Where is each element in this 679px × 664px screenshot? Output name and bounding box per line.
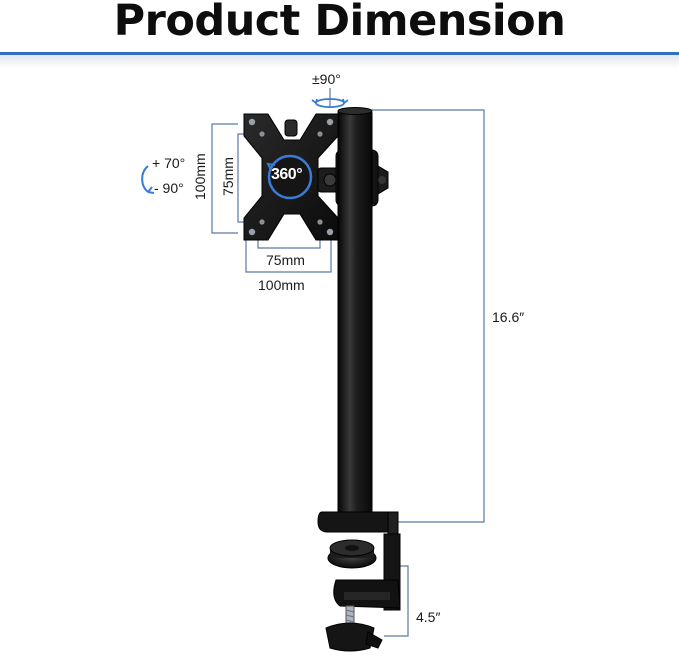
tilt-up-label: + 70° xyxy=(152,155,186,171)
swivel-arrow-icon xyxy=(311,98,349,108)
vesa-small-horizontal-label: 75mm xyxy=(266,252,305,268)
pole-height-bracket xyxy=(372,109,485,523)
vesa-75-vertical-bracket xyxy=(237,133,250,223)
tilt-arc-arrow-icon xyxy=(141,165,155,194)
rotation-badge: 360° xyxy=(271,166,303,183)
vesa-large-horizontal-label: 100mm xyxy=(258,277,305,293)
pole xyxy=(337,107,373,523)
tilt-down-label: - 90° xyxy=(154,180,184,196)
vesa-plate xyxy=(243,113,339,241)
title-shadow xyxy=(0,55,679,69)
desk-clamp xyxy=(325,533,401,652)
swivel-label: ±90° xyxy=(312,71,341,87)
vesa-75-horizontal-bracket xyxy=(257,236,321,249)
title-underline xyxy=(0,52,679,55)
vesa-large-vertical-label: 100mm xyxy=(192,153,208,200)
base-plate xyxy=(317,511,399,539)
page-title: Product Dimension xyxy=(113,0,566,46)
vesa-small-vertical-label: 75mm xyxy=(220,157,236,196)
pole-height-label: 16.6″ xyxy=(492,309,525,325)
vesa-100-horizontal-bracket xyxy=(245,240,332,273)
clamp-opening-label: 4.5″ xyxy=(416,609,441,625)
vesa-100-vertical-bracket xyxy=(211,123,238,234)
